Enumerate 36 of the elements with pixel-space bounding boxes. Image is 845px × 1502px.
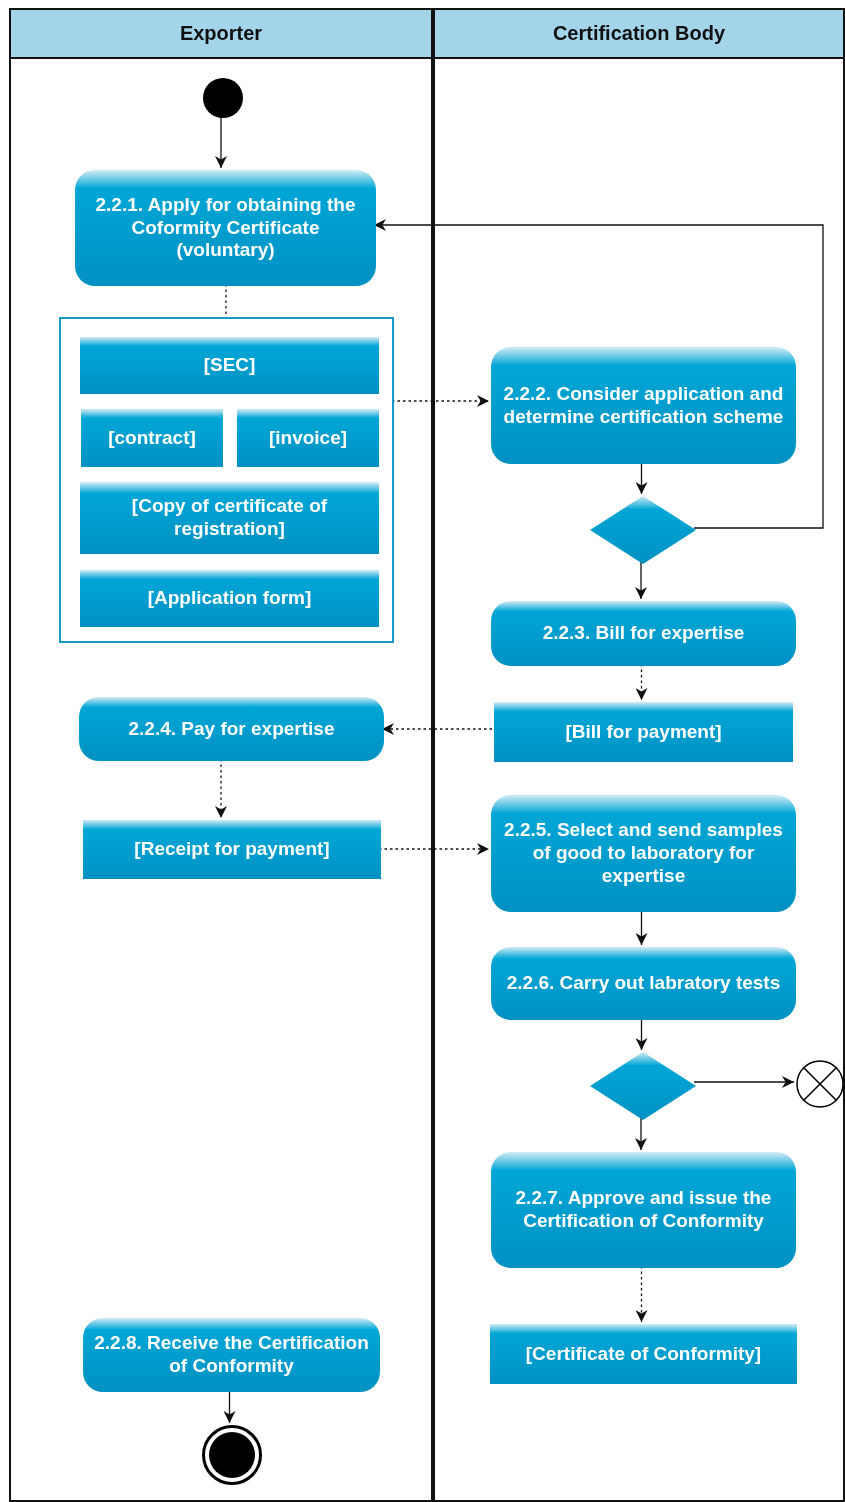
object-box: [Bill for payment]: [494, 702, 793, 762]
arrow: [223, 1389, 236, 1424]
action-box: 2.2.5. Select and send samples of good to laboratory for expertise: [491, 795, 796, 912]
arrow: [635, 561, 647, 600]
action-box: 2.2.4. Pay for expertise: [79, 697, 384, 761]
arrow: [635, 909, 648, 946]
object-box: [contract]: [81, 409, 223, 467]
arrow: [693, 1076, 795, 1088]
document-group-frame: [59, 317, 394, 643]
arrow: [635, 1017, 648, 1051]
action-box: 2.2.1. Apply for obtaining the Coformity Certificate (voluntary): [75, 170, 376, 286]
lane-header: Exporter: [11, 10, 431, 59]
arrow: [635, 663, 648, 701]
object-box: [invoice]: [237, 409, 379, 467]
object-box: [Certificate of Conformity]: [490, 1324, 797, 1384]
arrow: [635, 1117, 647, 1151]
decision-diamond: [590, 496, 696, 564]
action-box: 2.2.3. Bill for expertise: [491, 601, 796, 666]
action-box: 2.2.7. Approve and issue the Certification of Conformity: [491, 1152, 796, 1268]
object-box: [SEC]: [80, 337, 379, 394]
arrow: [635, 461, 648, 495]
object-box: [Receipt for payment]: [83, 820, 381, 879]
object-box: [Copy of certificate of registration]: [80, 482, 379, 554]
action-box: 2.2.6. Carry out labratory tests: [491, 947, 796, 1020]
start-node: [203, 78, 243, 118]
decision-diamond: [590, 1052, 696, 1120]
arrow: [635, 1265, 648, 1323]
arrow: [215, 115, 227, 169]
lane-header: Certification Body: [435, 10, 843, 59]
action-box: 2.2.2. Consider application and determine certification scheme: [491, 347, 796, 464]
object-box: [Application form]: [80, 570, 379, 627]
end-node: [202, 1425, 262, 1485]
arrow: [215, 758, 227, 819]
flow-final-node: [796, 1060, 844, 1108]
arrow: [391, 395, 490, 407]
action-box: 2.2.8. Receive the Certification of Conformity: [83, 1318, 380, 1392]
